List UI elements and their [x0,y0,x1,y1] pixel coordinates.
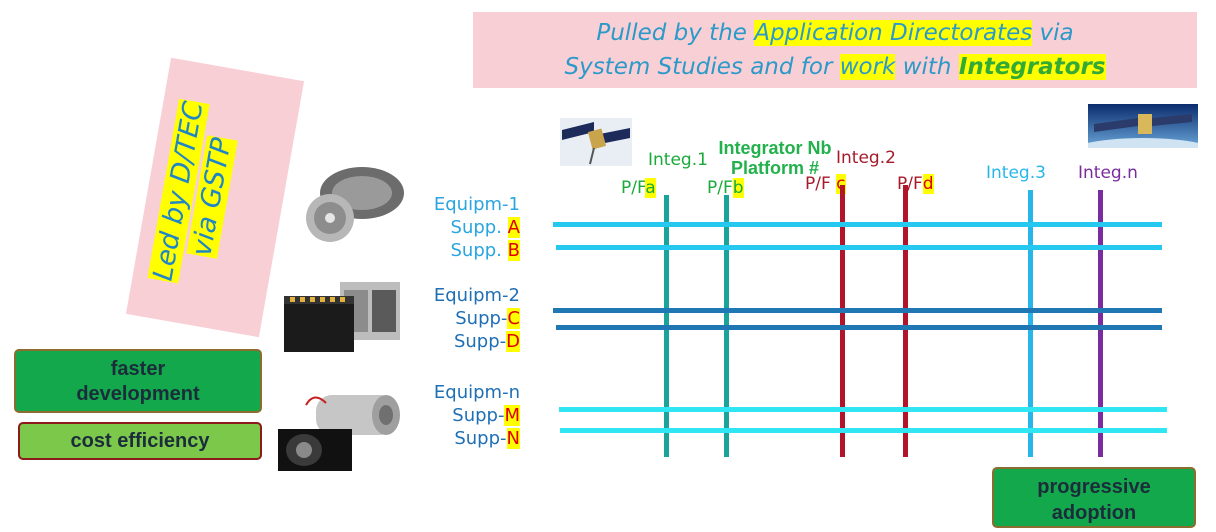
supp-n-line [560,428,1167,433]
platform-suffix-a: a [645,178,656,198]
equipment-1-name: Equipm-1 [433,194,520,215]
integ-n-line [1098,190,1103,457]
motor-photo [276,385,410,473]
application-directorates-highlight: Application Directorates [754,20,1033,46]
top-banner-text: System Studies and for [564,54,840,80]
supp-m-line [559,407,1167,412]
platform-suffix-b: b [732,178,744,198]
integrator-nb-label: Integrator Nb [718,138,832,158]
top-banner-line-2: System Studies and for work with Integra… [473,50,1197,84]
equipment-2-group: Equipm-2 Supp-C Supp-D [400,284,520,353]
equipment-2-name: Equipm-2 [433,285,520,306]
supp-b-letter: B [507,240,520,261]
platform-prefix: P/F [897,174,923,194]
equipment-n-group: Equipm-n Supp-M Supp-N [400,381,520,450]
top-banner: Pulled by the Application Directorates v… [473,12,1197,88]
integ-1-label: Integ.1 [648,150,708,170]
platform-label: Platform # [730,158,820,178]
supp-d-label: Supp-D [400,330,520,353]
supp-b-label: Supp. B [400,239,520,262]
supp-d-line [556,325,1162,330]
satellite-icon [560,118,632,166]
integ-n-label: Integ.n [1078,163,1138,183]
supp-n-label: Supp-N [400,427,520,450]
supp-d-letter: D [506,331,520,352]
integ-2-label: Integ.2 [836,148,896,168]
battery-photo [280,276,410,356]
faster-development-button[interactable]: faster development [14,349,262,413]
supp-prefix: Supp- [454,428,507,449]
integ-3-label: Integ.3 [986,163,1046,183]
platform-b-label: P/Fb [707,178,744,198]
supp-m-label: Supp-M [400,404,520,427]
supp-prefix: Supp- [453,331,507,352]
cost-efficiency-button[interactable]: cost efficiency [18,422,262,460]
platform-prefix: P/F [805,174,837,194]
platform-c-label: P/F c [805,174,846,194]
platform-suffix-d: d [922,174,934,194]
reaction-wheel-photo [300,163,410,248]
supp-prefix: Supp. [450,240,508,261]
work-highlight: work [839,54,896,80]
supp-prefix: Supp- [455,308,508,329]
supp-c-label: Supp-C [400,307,520,330]
progressive-adoption-button[interactable]: progressive adoption [992,467,1196,528]
supp-prefix: Supp- [452,405,505,426]
platform-a-label: P/Fa [621,178,656,198]
top-banner-text: Pulled by the [596,20,755,46]
platform-prefix: P/F [621,178,646,198]
left-banner: Led by D/TEC via GSTP [125,57,305,338]
supp-prefix: Supp. [450,217,508,238]
platform-prefix: P/F [707,178,733,198]
supp-a-letter: A [507,217,520,238]
equipment-n-name: Equipm-n [433,382,520,403]
supp-b-line [556,245,1162,250]
integrator-header: Integrator Nb Platform # [660,138,890,178]
equipment-1-group: Equipm-1 Supp. A Supp. B [400,193,520,262]
top-banner-text: via [1032,20,1074,46]
supp-m-letter: M [504,405,520,426]
supp-c-letter: C [507,308,520,329]
platform-c-line [840,185,845,457]
supp-a-line [553,222,1162,227]
platform-suffix-c: c [836,174,846,194]
platform-d-line [903,185,908,457]
supp-n-letter: N [506,428,520,449]
supp-a-label: Supp. A [400,216,520,239]
integ-3-line [1028,190,1033,457]
supp-c-line [553,308,1162,313]
top-banner-line-1: Pulled by the Application Directorates v… [473,16,1197,50]
left-banner-text: Led by D/TEC via GSTP [140,60,252,328]
satellite-earth-icon [1063,104,1216,174]
integrators-highlight: Integrators [958,54,1106,80]
top-banner-text: with [895,54,959,80]
